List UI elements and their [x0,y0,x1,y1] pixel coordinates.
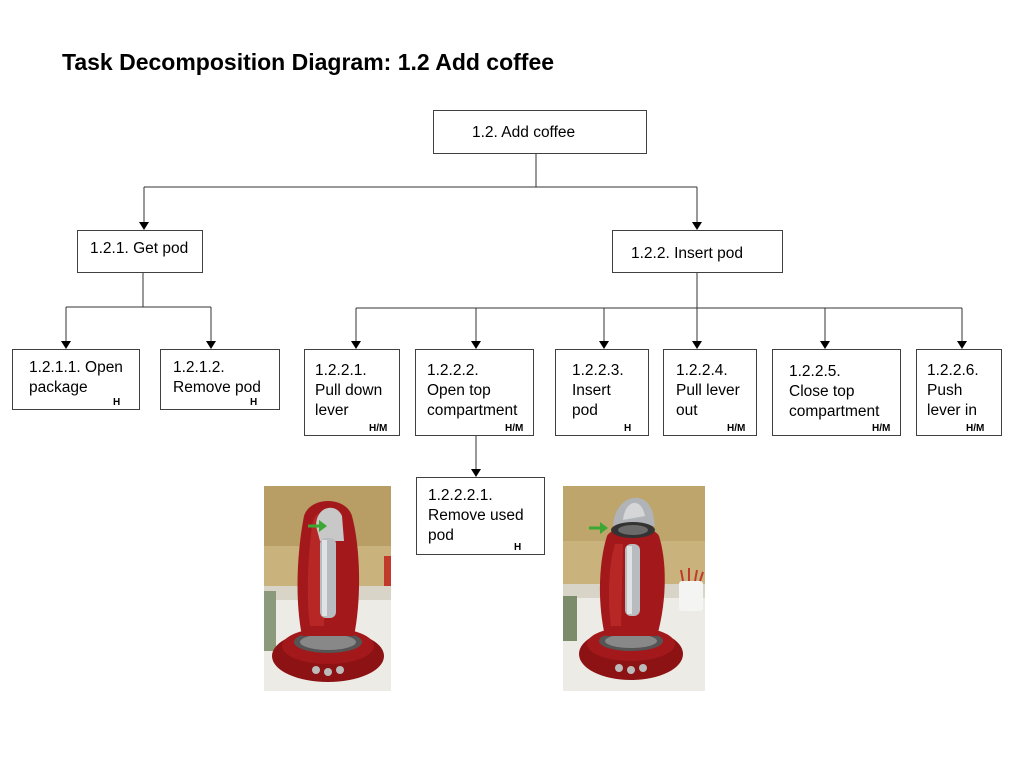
actor-tag: H/M [727,423,746,434]
node-pull-lever-out: 1.2.2.4. Pull lever out H/M [663,349,757,436]
coffee-machine-open-lid-photo [563,486,705,691]
node-close-top-compartment: 1.2.2.5. Close top compartment H/M [772,349,901,436]
node-label: 1.2.2.2. Open top compartment [427,362,518,419]
node-label: 1.2.1.1. Open package [29,359,123,396]
actor-tag: H/M [369,423,388,434]
actor-tag: H/M [966,423,985,434]
node-get-pod: 1.2.1. Get pod [77,230,203,273]
node-label: 1.2. Add coffee [472,124,576,141]
node-open-package: 1.2.1.1. Open package H [12,349,140,410]
green-arrow-icon [589,522,608,534]
node-label: 1.2.1. Get pod [90,240,189,257]
node-remove-pod: 1.2.1.2. Remove pod H [160,349,280,410]
actor-tag: H [624,423,632,434]
node-label: 1.2.2.5. Close top compartment [789,363,880,420]
node-pull-down-lever: 1.2.2.1. Pull down lever H/M [304,349,400,436]
node-open-top-compartment: 1.2.2.2. Open top compartment H/M [415,349,534,436]
node-label: 1.2.2.2.1. Remove used pod [428,487,524,544]
node-label: 1.2.2.4. Pull lever out [676,362,740,419]
node-insert-pod-step: 1.2.2.3. Insert pod H [555,349,649,436]
node-remove-used-pod: 1.2.2.2.1. Remove used pod H [416,477,545,555]
node-add-coffee: 1.2. Add coffee [433,110,647,154]
actor-tag: H [514,542,522,553]
node-insert-pod: 1.2.2. Insert pod [612,230,783,273]
actor-tag: H/M [505,423,524,434]
node-label: 1.2.2. Insert pod [631,245,744,262]
node-label: 1.2.2.1. Pull down lever [315,362,383,419]
actor-tag: H/M [872,423,891,434]
green-arrow-icon [308,520,327,532]
node-label: 1.2.2.3. Insert pod [572,362,624,419]
node-label: 1.2.2.6. Push lever in [927,362,979,419]
actor-tag: H [250,397,258,408]
node-label: 1.2.1.2. Remove pod [173,359,261,396]
actor-tag: H [113,397,121,408]
page-title: Task Decomposition Diagram: 1.2 Add coff… [62,49,555,75]
coffee-machine-lever-photo [264,486,391,691]
node-push-lever-in: 1.2.2.6. Push lever in H/M [916,349,1002,436]
